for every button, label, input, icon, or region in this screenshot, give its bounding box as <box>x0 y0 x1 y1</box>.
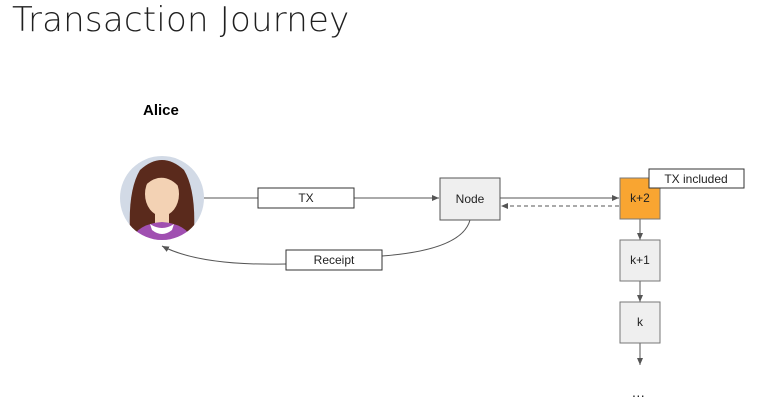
chain-continuation-ellipsis: ... <box>632 384 646 400</box>
receipt-label: Receipt <box>314 253 355 267</box>
block-k: k <box>619 301 661 344</box>
tx-included-callout: TX included <box>648 168 745 189</box>
block-label: k <box>637 315 644 329</box>
tx-label-box: TX <box>257 187 355 209</box>
receipt-edge-left <box>161 245 287 265</box>
woman-avatar-icon <box>120 156 204 240</box>
actor-name: Alice <box>143 102 179 119</box>
node-label: Node <box>456 192 485 206</box>
receipt-label-box: Receipt <box>285 249 383 271</box>
block-label: k+2 <box>630 191 650 205</box>
block-k-plus-1: k+1 <box>619 239 661 282</box>
tx-label: TX <box>298 191 313 205</box>
node-box: Node <box>439 177 501 221</box>
tx-included-label: TX included <box>664 172 727 186</box>
page-title: Transaction Journey <box>12 0 350 40</box>
block-label: k+1 <box>630 253 650 267</box>
receipt-edge-right <box>381 219 471 257</box>
